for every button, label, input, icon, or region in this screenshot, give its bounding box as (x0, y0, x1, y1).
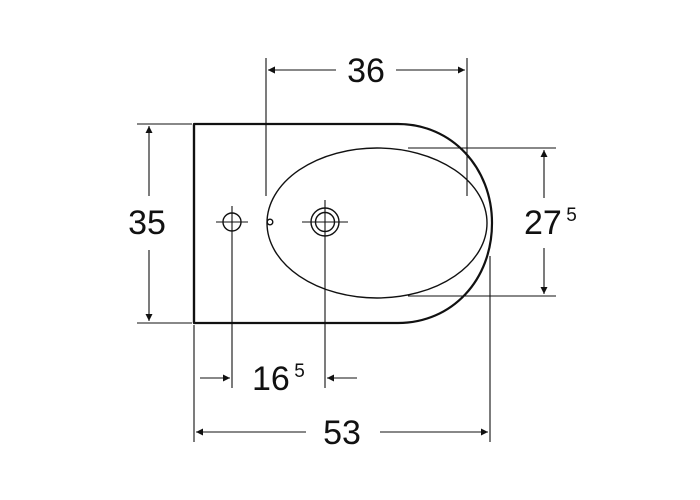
inner-height-main: 27 (524, 204, 562, 242)
dimension-bowl-width: 36 (265, 52, 468, 196)
dimension-tap-offset: 16 5 (193, 325, 357, 442)
dimension-inner-height: 27 5 (408, 147, 577, 297)
centre-lines (216, 200, 348, 388)
bowl-width-label: 36 (347, 52, 385, 90)
overflow-hole (266, 218, 274, 226)
dimension-total-length: 53 (196, 256, 491, 452)
bowl-outline (266, 147, 488, 299)
tap-offset-main: 16 (252, 360, 290, 398)
inner-height-sup: 5 (566, 205, 577, 226)
bidet-body (192, 122, 494, 325)
total-length-label: 53 (323, 414, 361, 452)
tap-offset-label: 16 5 (252, 360, 305, 398)
dimension-total-height: 35 (128, 123, 192, 324)
total-height-label: 35 (128, 204, 166, 242)
inner-height-label: 27 5 (524, 204, 577, 242)
bidet-outer-outline (192, 122, 494, 325)
tap-offset-sup: 5 (294, 361, 305, 382)
